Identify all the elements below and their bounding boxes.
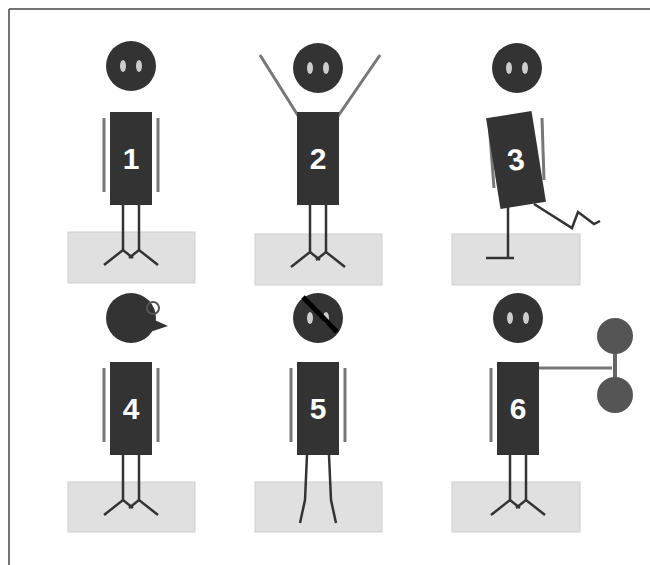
figure-holding-weight <box>491 293 633 515</box>
figure-number: 5 <box>310 394 327 424</box>
platform <box>68 482 195 532</box>
figure-arms-raised <box>260 43 380 267</box>
figure-number: 1 <box>123 144 140 174</box>
platform <box>452 234 580 285</box>
torso-box: 3 <box>486 111 546 209</box>
torso-box: 4 <box>110 362 152 455</box>
frame-line <box>8 9 10 565</box>
figure-number: 6 <box>510 394 527 424</box>
figure-standing <box>104 41 158 265</box>
torso-box: 5 <box>297 362 339 455</box>
platforms <box>68 232 580 532</box>
figure-listening <box>104 293 168 515</box>
platform <box>68 232 195 283</box>
torso-box: 1 <box>110 112 152 205</box>
torso-box: 6 <box>497 362 539 455</box>
figure-number: 2 <box>310 144 327 174</box>
frame-line <box>9 8 650 10</box>
platform <box>255 482 382 532</box>
torso-box: 2 <box>297 112 339 205</box>
figure-one-leg <box>486 43 600 258</box>
figure-blindfolded <box>291 293 345 523</box>
platform <box>452 482 580 532</box>
figure-number: 3 <box>505 144 526 176</box>
figure-number: 4 <box>123 394 140 424</box>
platform <box>255 234 382 285</box>
